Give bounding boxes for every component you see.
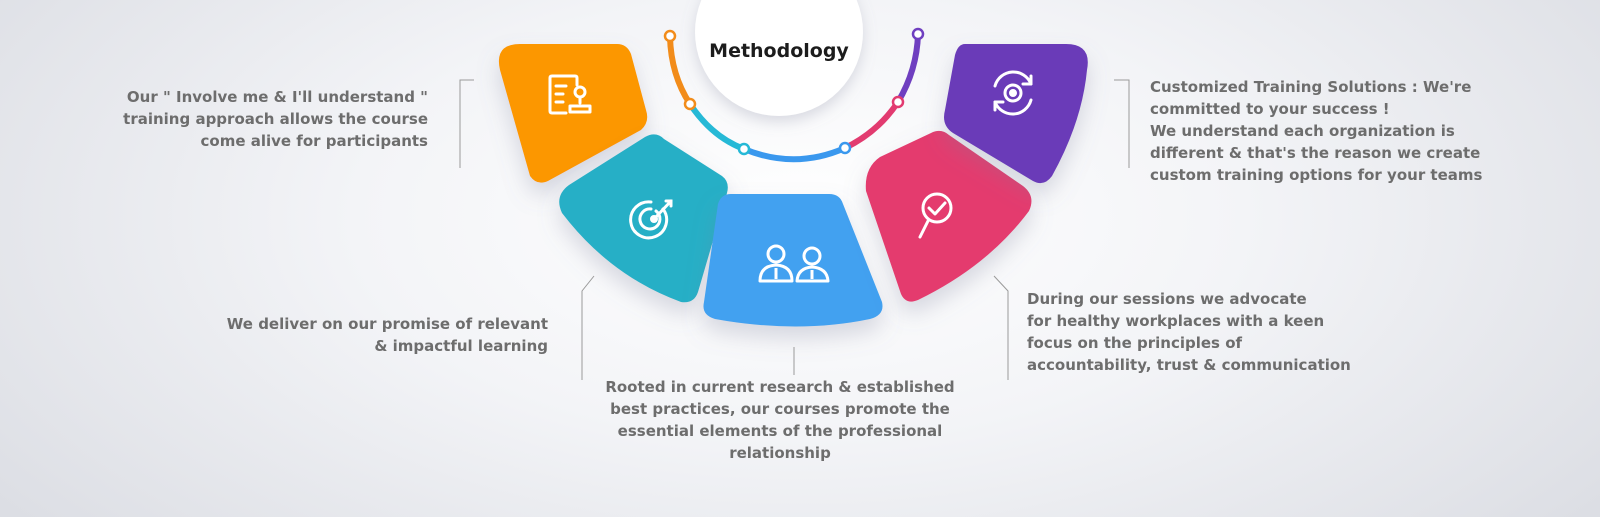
target-icon <box>629 199 673 240</box>
arc-node <box>911 27 925 41</box>
connector-left-top <box>459 79 474 168</box>
arc-segment-blue <box>741 145 848 163</box>
text-line: best practices, our courses promote the <box>610 400 950 418</box>
text-line: Our " Involve me & I'll understand " <box>126 88 428 106</box>
segment-relevant <box>559 134 728 303</box>
text-line: During our sessions we advocate <box>1027 290 1307 308</box>
text-line: relationship <box>729 444 831 462</box>
center-arc <box>667 31 921 163</box>
text-workplaces: During our sessions we advocate for heal… <box>1027 288 1351 376</box>
connector-right-top <box>1114 79 1130 168</box>
arc-node <box>891 95 905 109</box>
text-line: training approach allows the course <box>123 110 428 128</box>
text-line: different & that's the reason we create <box>1150 144 1481 162</box>
text-line: essential elements of the professional <box>617 422 943 440</box>
text-line: & impactful learning <box>374 337 548 355</box>
text-line: for healthy workplaces with a keen <box>1027 312 1325 330</box>
connector-right-bottom <box>993 275 1009 380</box>
arc-segment-pink <box>842 99 901 151</box>
text-involve: Our " Involve me & I'll understand " tra… <box>123 86 428 152</box>
arc-node <box>663 29 677 43</box>
text-line: Rooted in current research & established <box>605 378 955 396</box>
segment-research <box>703 194 883 327</box>
arc-nodes <box>663 27 925 156</box>
document-stamp-icon <box>548 74 592 115</box>
text-relevant: We deliver on our promise of relevant & … <box>227 313 548 357</box>
text-line: accountability, trust & communication <box>1027 356 1351 374</box>
text-line: We understand each organization is <box>1150 122 1455 140</box>
people-icon <box>758 244 830 283</box>
text-line: come alive for participants <box>200 132 429 150</box>
connector-left-bottom <box>581 275 595 380</box>
text-line: custom training options for your teams <box>1150 166 1483 184</box>
arc-node <box>737 142 751 156</box>
text-line: We deliver on our promise of relevant <box>226 315 548 333</box>
title-circle <box>695 0 863 116</box>
refresh-target-icon <box>993 70 1033 116</box>
text-research: Rooted in current research & established… <box>600 376 960 464</box>
text-line: committed to your success ! <box>1150 100 1390 118</box>
text-customized: Customized Training Solutions : We're co… <box>1150 76 1482 186</box>
arc-segment-teal <box>687 101 747 152</box>
text-line: focus on the principles of <box>1027 334 1243 352</box>
text-line: Customized Training Solutions : We're <box>1150 78 1472 96</box>
connector-lines <box>459 79 1130 380</box>
methodology-title: Methodology <box>694 0 864 112</box>
arc-segment-orange <box>667 34 693 107</box>
arc-node <box>683 97 697 111</box>
arc-node <box>838 141 852 155</box>
arc-segment-purple <box>895 31 921 105</box>
page-title: Methodology <box>709 40 849 62</box>
magnifier-check-icon <box>918 192 953 239</box>
